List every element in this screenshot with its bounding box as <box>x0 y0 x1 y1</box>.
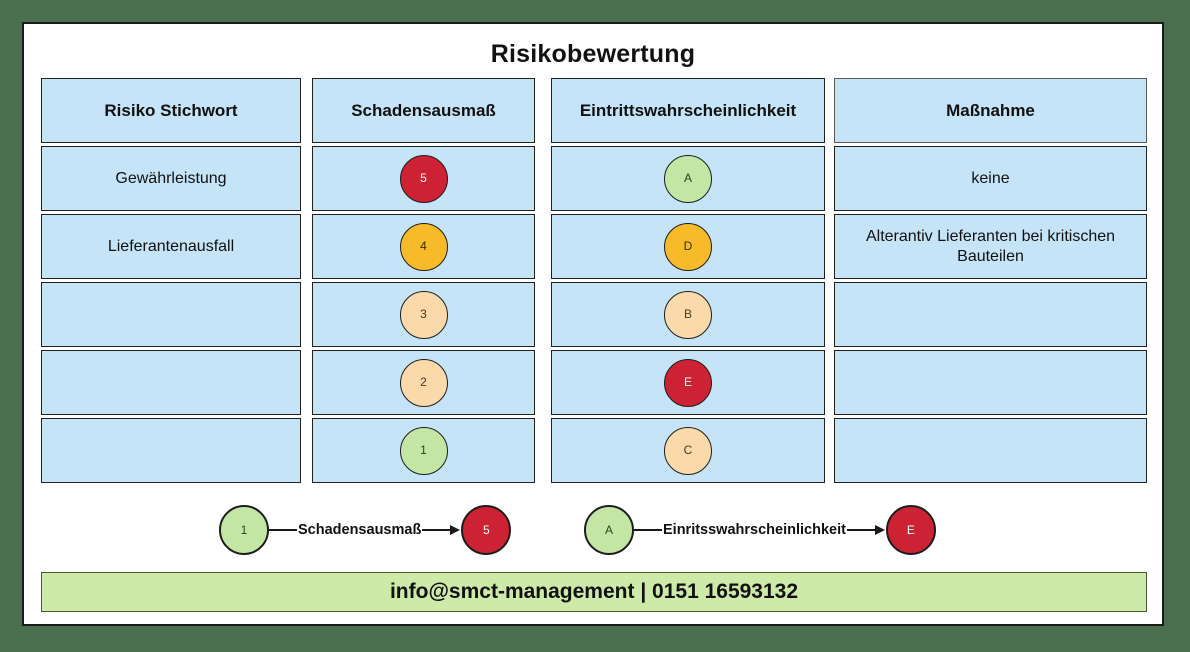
probability-circle: D <box>664 222 712 271</box>
cell-massnahme[interactable] <box>834 350 1147 415</box>
legend-caption: Schadensausmaß <box>298 522 422 538</box>
cell-risiko-stichwort[interactable] <box>41 350 301 415</box>
legend-min-circle: A <box>584 505 634 555</box>
arrow-line-left <box>634 529 662 531</box>
legend-caption: Einritsswahrscheinlichkeit <box>663 522 846 538</box>
cell-risiko-stichwort[interactable]: Lieferantenausfall <box>41 214 301 279</box>
cell-risiko-stichwort[interactable] <box>41 282 301 347</box>
severity-circle: 2 <box>399 358 448 407</box>
cell-eintrittswahrscheinlichkeit[interactable]: E <box>551 350 825 415</box>
legend-scale-schadensausmass: 1 Schadensausmaß 5 <box>219 486 512 574</box>
cell-massnahme[interactable] <box>834 418 1147 483</box>
arrow-head-icon <box>874 525 885 535</box>
cell-risiko-stichwort[interactable] <box>41 418 301 483</box>
table-header-row: Risiko Stichwort Schadensausmaß Eintritt… <box>41 78 1147 143</box>
legend-min-circle: 1 <box>219 505 269 555</box>
legend: 1 Schadensausmaß 5 A Einritsswahrscheinl… <box>41 486 1147 574</box>
contact-footer: info@smct-management | 0151 16593132 <box>41 572 1147 612</box>
legend-arrow: Schadensausmaß <box>269 505 461 555</box>
legend-max-circle: 5 <box>461 505 512 555</box>
table-row: 1 C <box>41 418 1147 483</box>
cell-schadensausmass[interactable]: 2 <box>312 350 535 415</box>
cell-massnahme[interactable]: keine <box>834 146 1147 211</box>
severity-circle: 4 <box>399 222 448 271</box>
legend-max-circle: E <box>885 505 936 555</box>
cell-schadensausmass[interactable]: 1 <box>312 418 535 483</box>
table-row: Gewährleistung 5 A keine <box>41 146 1147 211</box>
page-title: Risikobewertung <box>490 40 696 68</box>
table-row: 2 E <box>41 350 1147 415</box>
column-header-risiko-stichwort: Risiko Stichwort <box>41 78 301 143</box>
cell-eintrittswahrscheinlichkeit[interactable]: B <box>551 282 825 347</box>
table-row: 3 B <box>41 282 1147 347</box>
probability-circle: B <box>664 290 712 339</box>
cell-risiko-stichwort[interactable]: Gewährleistung <box>41 146 301 211</box>
column-header-schadensausmass: Schadensausmaß <box>312 78 535 143</box>
arrow-line-right <box>422 529 451 531</box>
cell-eintrittswahrscheinlichkeit[interactable]: A <box>551 146 825 211</box>
cell-schadensausmass[interactable]: 5 <box>312 146 535 211</box>
severity-circle: 3 <box>399 290 448 339</box>
risk-table: Risiko Stichwort Schadensausmaß Eintritt… <box>41 78 1147 486</box>
legend-arrow: Einritsswahrscheinlichkeit <box>634 505 886 555</box>
cell-eintrittswahrscheinlichkeit[interactable]: D <box>551 214 825 279</box>
arrow-line-right <box>846 529 875 531</box>
arrow-head-icon <box>450 525 461 535</box>
cell-eintrittswahrscheinlichkeit[interactable]: C <box>551 418 825 483</box>
cell-massnahme[interactable] <box>834 282 1147 347</box>
legend-scale-eintrittswahrscheinlichkeit: A Einritsswahrscheinlichkeit E <box>584 486 936 574</box>
arrow-line-left <box>269 529 297 531</box>
probability-circle: A <box>664 154 712 203</box>
risk-assessment-sheet: Risikobewertung Risiko Stichwort Schaden… <box>22 22 1164 626</box>
probability-circle: C <box>664 426 712 475</box>
severity-circle: 1 <box>399 426 448 475</box>
severity-circle: 5 <box>399 154 448 203</box>
column-header-massnahme: Maßnahme <box>834 78 1147 143</box>
cell-schadensausmass[interactable]: 4 <box>312 214 535 279</box>
probability-circle: E <box>664 358 712 407</box>
cell-massnahme[interactable]: Alterantiv Lieferanten bei kritischen Ba… <box>834 214 1147 279</box>
table-row: Lieferantenausfall 4 D Alterantiv Liefer… <box>41 214 1147 279</box>
cell-schadensausmass[interactable]: 3 <box>312 282 535 347</box>
column-header-eintrittswahrscheinlichkeit: Eintrittswahrscheinlichkeit <box>551 78 825 143</box>
